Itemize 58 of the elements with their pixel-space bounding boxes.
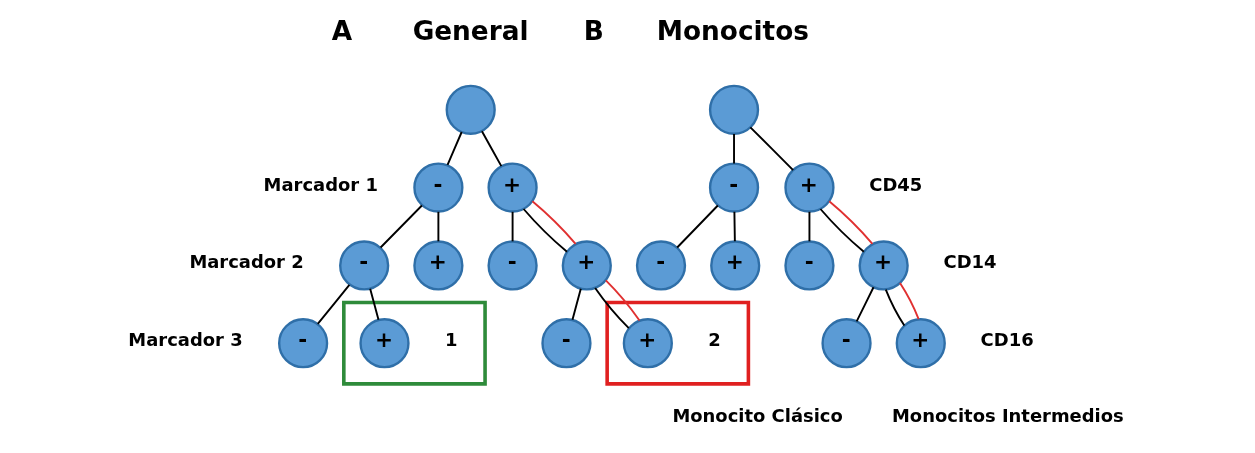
node-circle: -	[821, 318, 872, 369]
node-circle	[708, 84, 760, 135]
connector	[316, 283, 351, 325]
label: General	[412, 15, 529, 46]
label: Monocitos	[656, 15, 809, 46]
node-circle: -	[339, 240, 390, 291]
node-label: CD45	[869, 173, 923, 195]
connector	[594, 287, 630, 330]
label: B	[583, 15, 604, 46]
node-circle: +	[622, 318, 673, 369]
connector	[571, 287, 582, 321]
node-circle	[445, 84, 496, 135]
connector	[828, 200, 874, 245]
connector	[676, 204, 719, 249]
connector	[511, 210, 514, 243]
label: A	[331, 15, 353, 46]
node-circle: -	[708, 162, 760, 213]
connector	[855, 286, 875, 323]
connector	[522, 208, 568, 253]
label: Marcador 1	[263, 173, 378, 195]
node-circle: -	[487, 240, 538, 291]
node-circle: -	[278, 318, 329, 369]
node-circle: +	[784, 162, 835, 213]
connector	[446, 131, 463, 166]
node-circle: +	[895, 318, 946, 369]
connector	[480, 130, 503, 168]
connector	[899, 282, 920, 321]
node-circle: +	[359, 318, 410, 369]
connector	[819, 208, 865, 253]
node-circle: +	[487, 162, 538, 213]
node-circle: -	[541, 318, 592, 369]
label: Marcador 3	[128, 329, 243, 351]
connector	[749, 126, 795, 172]
node-label: CD14	[943, 251, 997, 273]
node-circle: -	[635, 240, 687, 291]
node-circle: -	[784, 240, 835, 291]
cluster	[342, 300, 487, 386]
connector	[733, 133, 735, 165]
connector	[884, 288, 906, 327]
connector	[379, 204, 423, 249]
connector	[369, 287, 380, 321]
connector	[604, 279, 641, 322]
connector	[437, 210, 440, 243]
label: Marcador 2	[189, 251, 304, 273]
node-circle: +	[710, 240, 761, 291]
connector	[733, 210, 736, 243]
node-label: 2	[708, 329, 721, 351]
node-circle: -	[413, 162, 464, 213]
cluster	[605, 300, 751, 386]
node-label: Monocito Clásico	[672, 404, 843, 426]
node-circle: +	[858, 240, 909, 291]
node-label: 1	[444, 329, 458, 351]
connector	[531, 200, 577, 245]
node-label: Monocitos Intermedios	[892, 404, 1124, 426]
node-label: CD16	[980, 329, 1034, 351]
node-circle: +	[561, 240, 612, 291]
connector	[808, 210, 811, 243]
node-circle: +	[413, 240, 464, 291]
